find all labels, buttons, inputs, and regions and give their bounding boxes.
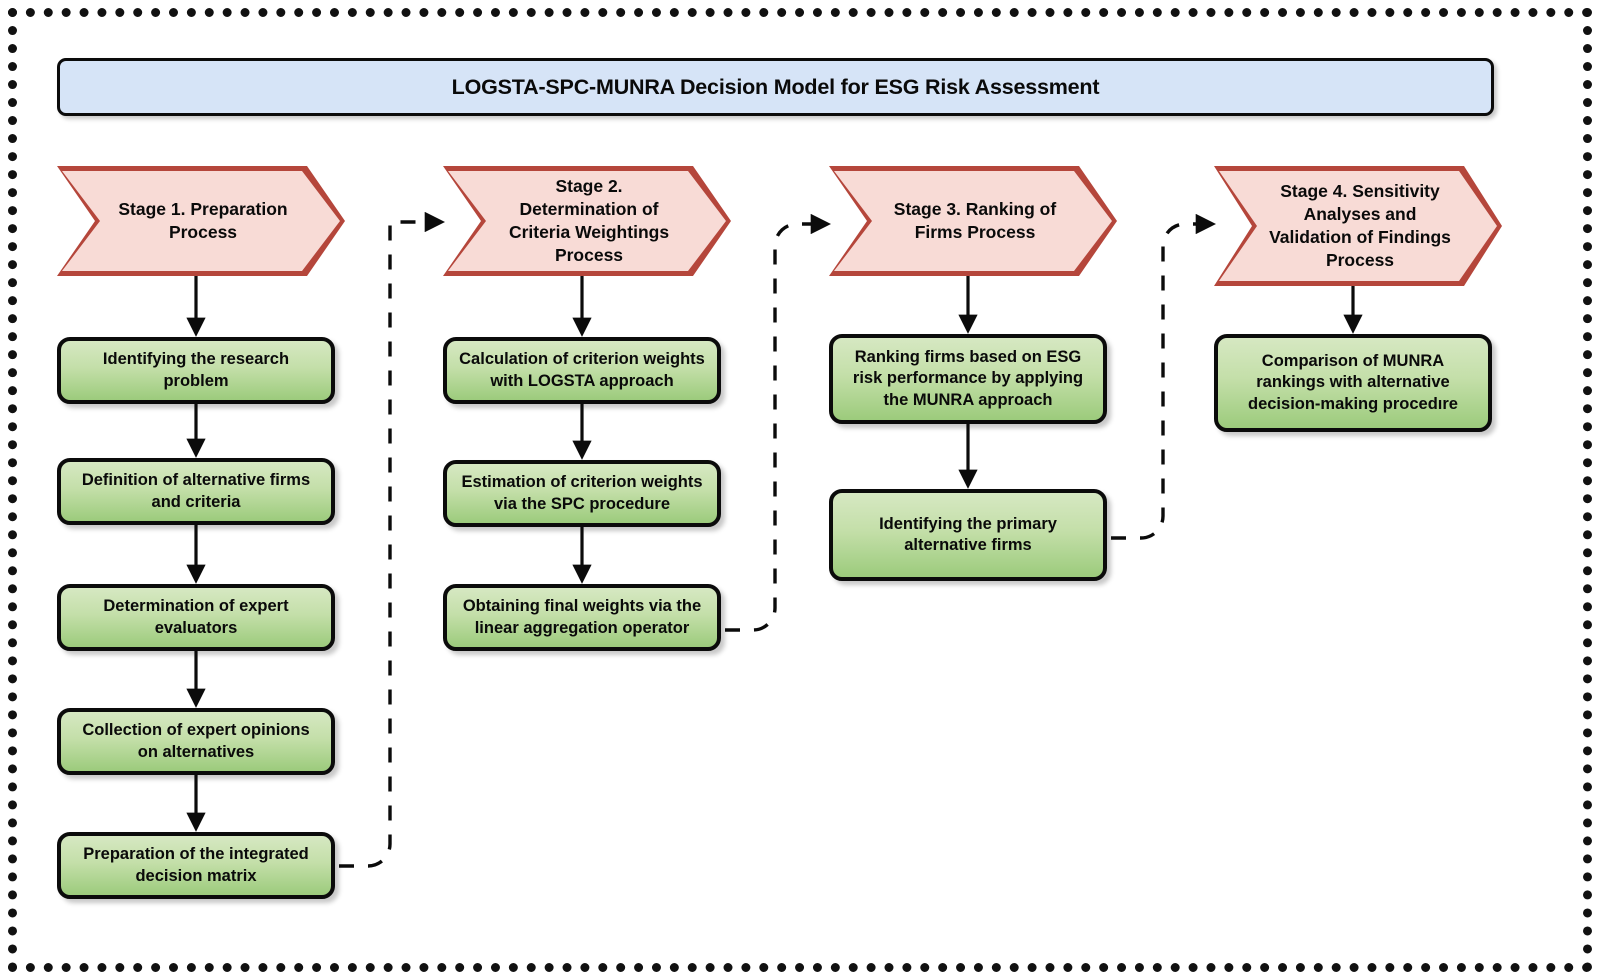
step-label: Collection of expert opinions on alterna…	[82, 721, 310, 761]
stage-4-banner[interactable]: Stage 4. Sensitivity Analyses and Valida…	[1219, 171, 1497, 281]
step-label: Obtaining final weights via the linear a…	[462, 597, 702, 637]
step-box-s2-step-3[interactable]: Obtaining final weights via the linear a…	[443, 584, 721, 651]
step-label: Comparison of MUNRA rankings with altern…	[1248, 351, 1458, 413]
link-stage1-stage2	[339, 211, 446, 868]
step-label: Determination of expert evaluators	[103, 597, 289, 637]
step-box-s1-step-2[interactable]: Definition of alternative firms and crit…	[57, 458, 335, 525]
link-stage3-stage4	[1111, 213, 1217, 540]
step-box-s1-step-3[interactable]: Determination of expert evaluators	[57, 584, 335, 651]
step-box-s1-step-1[interactable]: Identifying the research problem	[57, 337, 335, 404]
page-title: LOGSTA-SPC-MUNRA Decision Model for ESG …	[451, 74, 1100, 99]
stage-3-label: Stage 3. Ranking of Firms Process	[893, 198, 1057, 242]
step-box-s2-step-2[interactable]: Estimation of criterion weights via the …	[443, 460, 721, 527]
step-box-s4-step-1[interactable]: Comparison of MUNRA rankings with altern…	[1214, 334, 1492, 432]
step-box-s3-step-2[interactable]: Identifying the primary alternative firm…	[829, 489, 1107, 581]
step-label: Calculation of criterion weights with LO…	[459, 350, 705, 390]
step-label: Identifying the research problem	[102, 350, 290, 390]
step-box-s1-step-5[interactable]: Preparation of the integrated decision m…	[57, 832, 335, 899]
step-label: Definition of alternative firms and crit…	[81, 471, 311, 511]
step-label: Ranking firms based on ESG risk performa…	[852, 347, 1084, 409]
stage-4-label: Stage 4. Sensitivity Analyses and Valida…	[1269, 180, 1451, 271]
stage-1-banner[interactable]: Stage 1. Preparation Process	[62, 171, 340, 271]
step-label: Estimation of criterion weights via the …	[461, 473, 703, 513]
step-box-s2-step-1[interactable]: Calculation of criterion weights with LO…	[443, 337, 721, 404]
link-stage2-stage3	[725, 213, 832, 632]
stage-2-label: Stage 2. Determination of Criteria Weigh…	[508, 175, 670, 266]
step-box-s1-step-4[interactable]: Collection of expert opinions on alterna…	[57, 708, 335, 775]
stage-1-label: Stage 1. Preparation Process	[118, 198, 288, 242]
stage-3-banner[interactable]: Stage 3. Ranking of Firms Process	[834, 171, 1112, 271]
diagram-title-banner: LOGSTA-SPC-MUNRA Decision Model for ESG …	[57, 58, 1494, 116]
step-label: Identifying the primary alternative firm…	[879, 514, 1057, 554]
stage-2-banner[interactable]: Stage 2. Determination of Criteria Weigh…	[448, 171, 726, 271]
step-label: Preparation of the integrated decision m…	[83, 845, 309, 885]
step-box-s3-step-1[interactable]: Ranking firms based on ESG risk performa…	[829, 334, 1107, 424]
